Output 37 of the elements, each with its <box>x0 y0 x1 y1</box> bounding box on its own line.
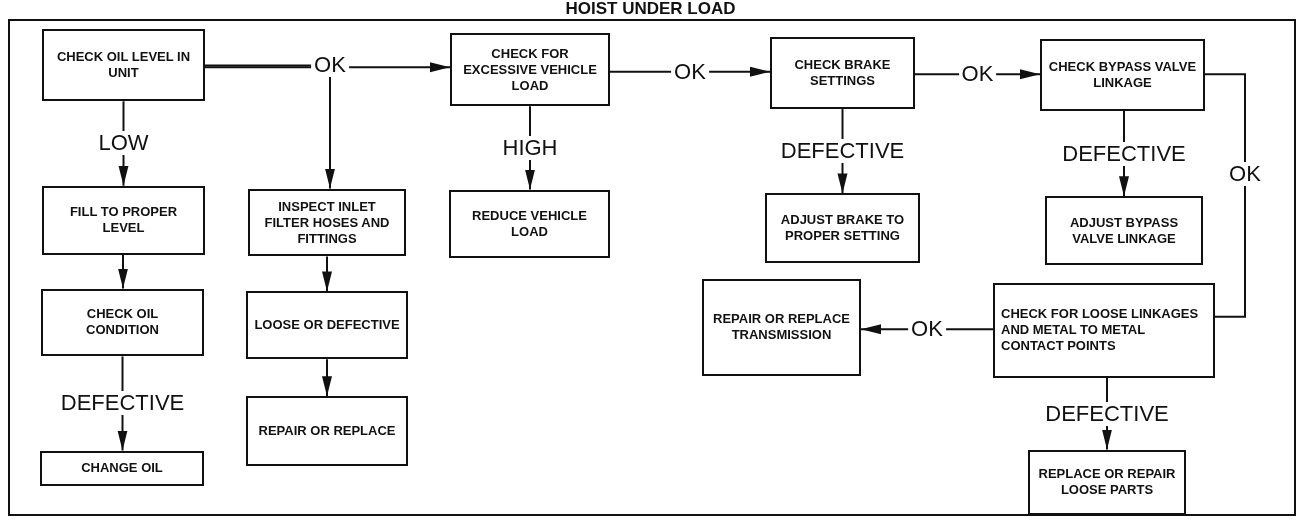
box-text: CHECK BYPASS VALVE LINKAGE <box>1048 59 1197 92</box>
process-box <box>702 278 861 376</box>
arrow <box>322 358 332 398</box>
box-text: REPAIR OR REPLACE <box>258 423 396 440</box>
process-box <box>40 450 204 487</box>
box-text: LOOSE OR DEFECTIVE <box>254 317 400 334</box>
arrow <box>322 255 332 293</box>
process-box <box>770 37 915 110</box>
box-text: ADJUST BRAKE TO PROPER SETTING <box>779 212 906 245</box>
process-box <box>1040 39 1205 111</box>
process-box <box>993 282 1215 378</box>
box-text: REDUCE VEHICLE LOAD <box>471 208 588 240</box>
process-box <box>41 288 204 357</box>
box-text: CHECK OIL LEVEL IN UNIT <box>55 48 192 81</box>
process-box <box>42 185 205 255</box>
box-text: INSPECT INLET FILTER HOSES AND FITTINGS <box>263 198 391 247</box>
box-text: CHECK FOR LOOSE LINKAGES AND METAL TO METAL CONTACT POINTS <box>1001 306 1200 355</box>
box-text: CHECK BRAKE SETTINGS <box>793 57 892 90</box>
process-box <box>1028 449 1186 516</box>
box-text: REPAIR OR REPLACE TRANSMISSION <box>712 311 851 344</box>
box-text: REPLACE OR REPAIR LOOSE PARTS <box>1037 466 1177 499</box>
process-box <box>246 396 408 466</box>
box-text: CHECK FOR EXCESSIVE VEHICLE LOAD <box>462 45 598 94</box>
box-text: ADJUST BYPASS VALVE LINKAGE <box>1068 214 1180 247</box>
process-box <box>246 291 408 360</box>
connector-line <box>1204 73 1246 318</box>
process-box <box>42 28 205 102</box>
process-box <box>248 188 406 257</box>
process-box <box>765 193 920 264</box>
arrow <box>118 253 128 290</box>
box-text: CHECK OIL CONDITION <box>85 306 160 339</box>
arrow <box>204 64 335 190</box>
process-box <box>450 33 610 107</box>
box-text: CHANGE OIL <box>81 460 163 477</box>
process-box <box>449 189 610 259</box>
process-box <box>1045 196 1203 266</box>
box-text: FILL TO PROPER LEVEL <box>68 204 179 237</box>
